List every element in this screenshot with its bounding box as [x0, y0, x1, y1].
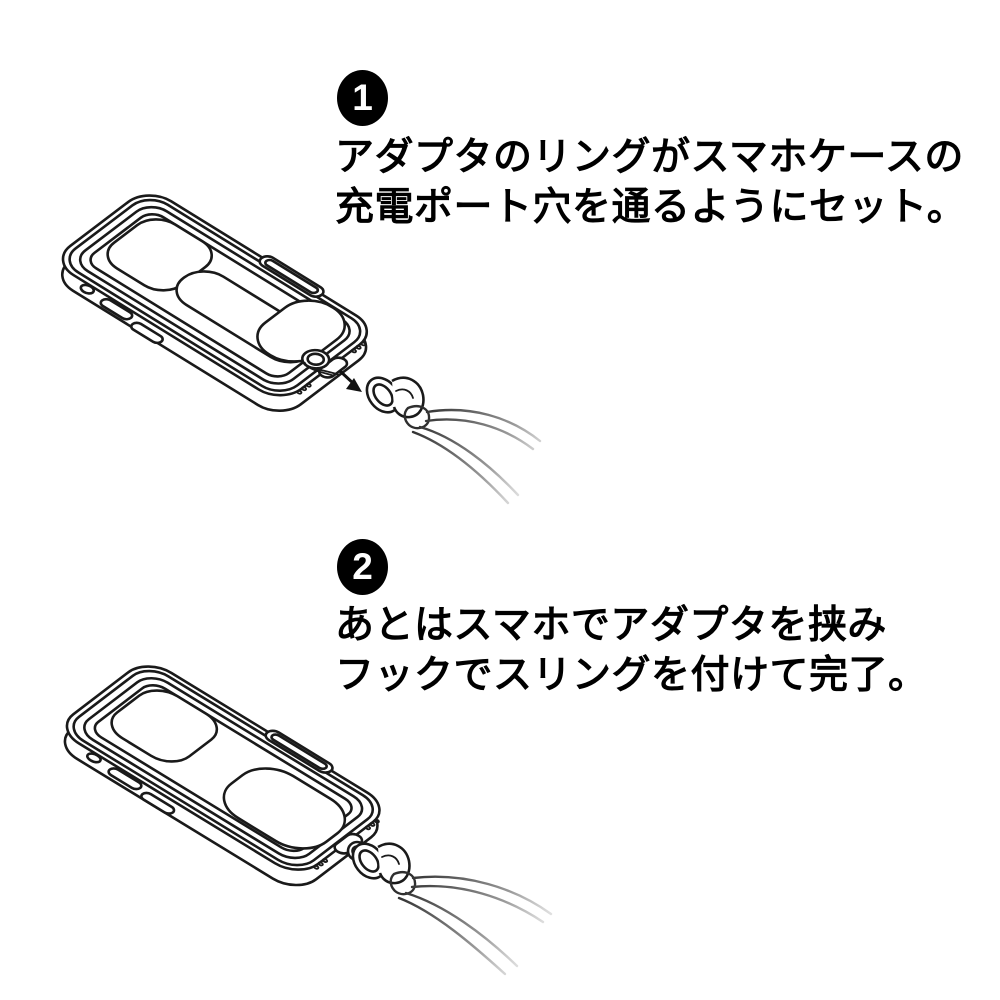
adapter-tab-vertical: [244, 291, 358, 370]
step-1: 1 アダプタのリングがスマホケースの 充電ポート穴を通るようにセット。: [0, 70, 966, 505]
volume-button-down: [129, 321, 165, 344]
adapter-ring: [297, 346, 348, 380]
phone-case: [42, 655, 406, 894]
step-1-caption-line-1: アダプタのリングがスマホケースの: [335, 136, 964, 179]
step-2-number: 2: [352, 546, 373, 587]
step-2-number-badge: 2: [337, 539, 388, 595]
step-2-caption: あとはスマホでアダプタを挟み フックでスリングを付けて完了。: [335, 601, 928, 701]
power-button-slot: [256, 254, 326, 299]
hook-claw: [378, 844, 409, 883]
sling-cord: [389, 871, 553, 976]
set-direction-arrow-icon: [338, 369, 362, 392]
snap-hook-icon: [360, 371, 423, 418]
step-1-illustration: [30, 165, 542, 505]
step-2-caption-line-1: あとはスマホでアダプタを挟み: [335, 604, 887, 647]
volume-button-up: [106, 767, 143, 791]
speaker-holes: [296, 342, 366, 394]
mute-switch: [78, 283, 96, 295]
volume-button-up: [98, 298, 134, 321]
speaker-holes: [313, 819, 380, 869]
phone-case: [38, 183, 395, 420]
hook-claw: [392, 378, 423, 417]
step-1-caption-line-2: 充電ポート穴を通るようにセット。: [335, 186, 967, 229]
mute-switch: [85, 752, 103, 764]
power-button-slot: [262, 729, 335, 775]
sling-cord: [403, 405, 542, 505]
step-1-number: 1: [352, 77, 373, 118]
power-button: [270, 733, 329, 770]
step-1-caption: アダプタのリングがスマホケースの 充電ポート穴を通るようにセット。: [335, 133, 966, 233]
camera-cutout: [101, 683, 228, 769]
power-button: [264, 259, 320, 294]
step-2-caption-line-2: フックでスリングを付けて完了。: [335, 654, 928, 697]
volume-button-down: [139, 791, 176, 815]
step-2: 2 あとはスマホでアダプタを挟み フックでスリングを付けて完了。: [0, 500, 1000, 1000]
step-1-number-badge: 1: [337, 70, 388, 126]
step-2-illustration: [35, 640, 553, 976]
sandwiched-adapter-outline: [209, 758, 359, 858]
